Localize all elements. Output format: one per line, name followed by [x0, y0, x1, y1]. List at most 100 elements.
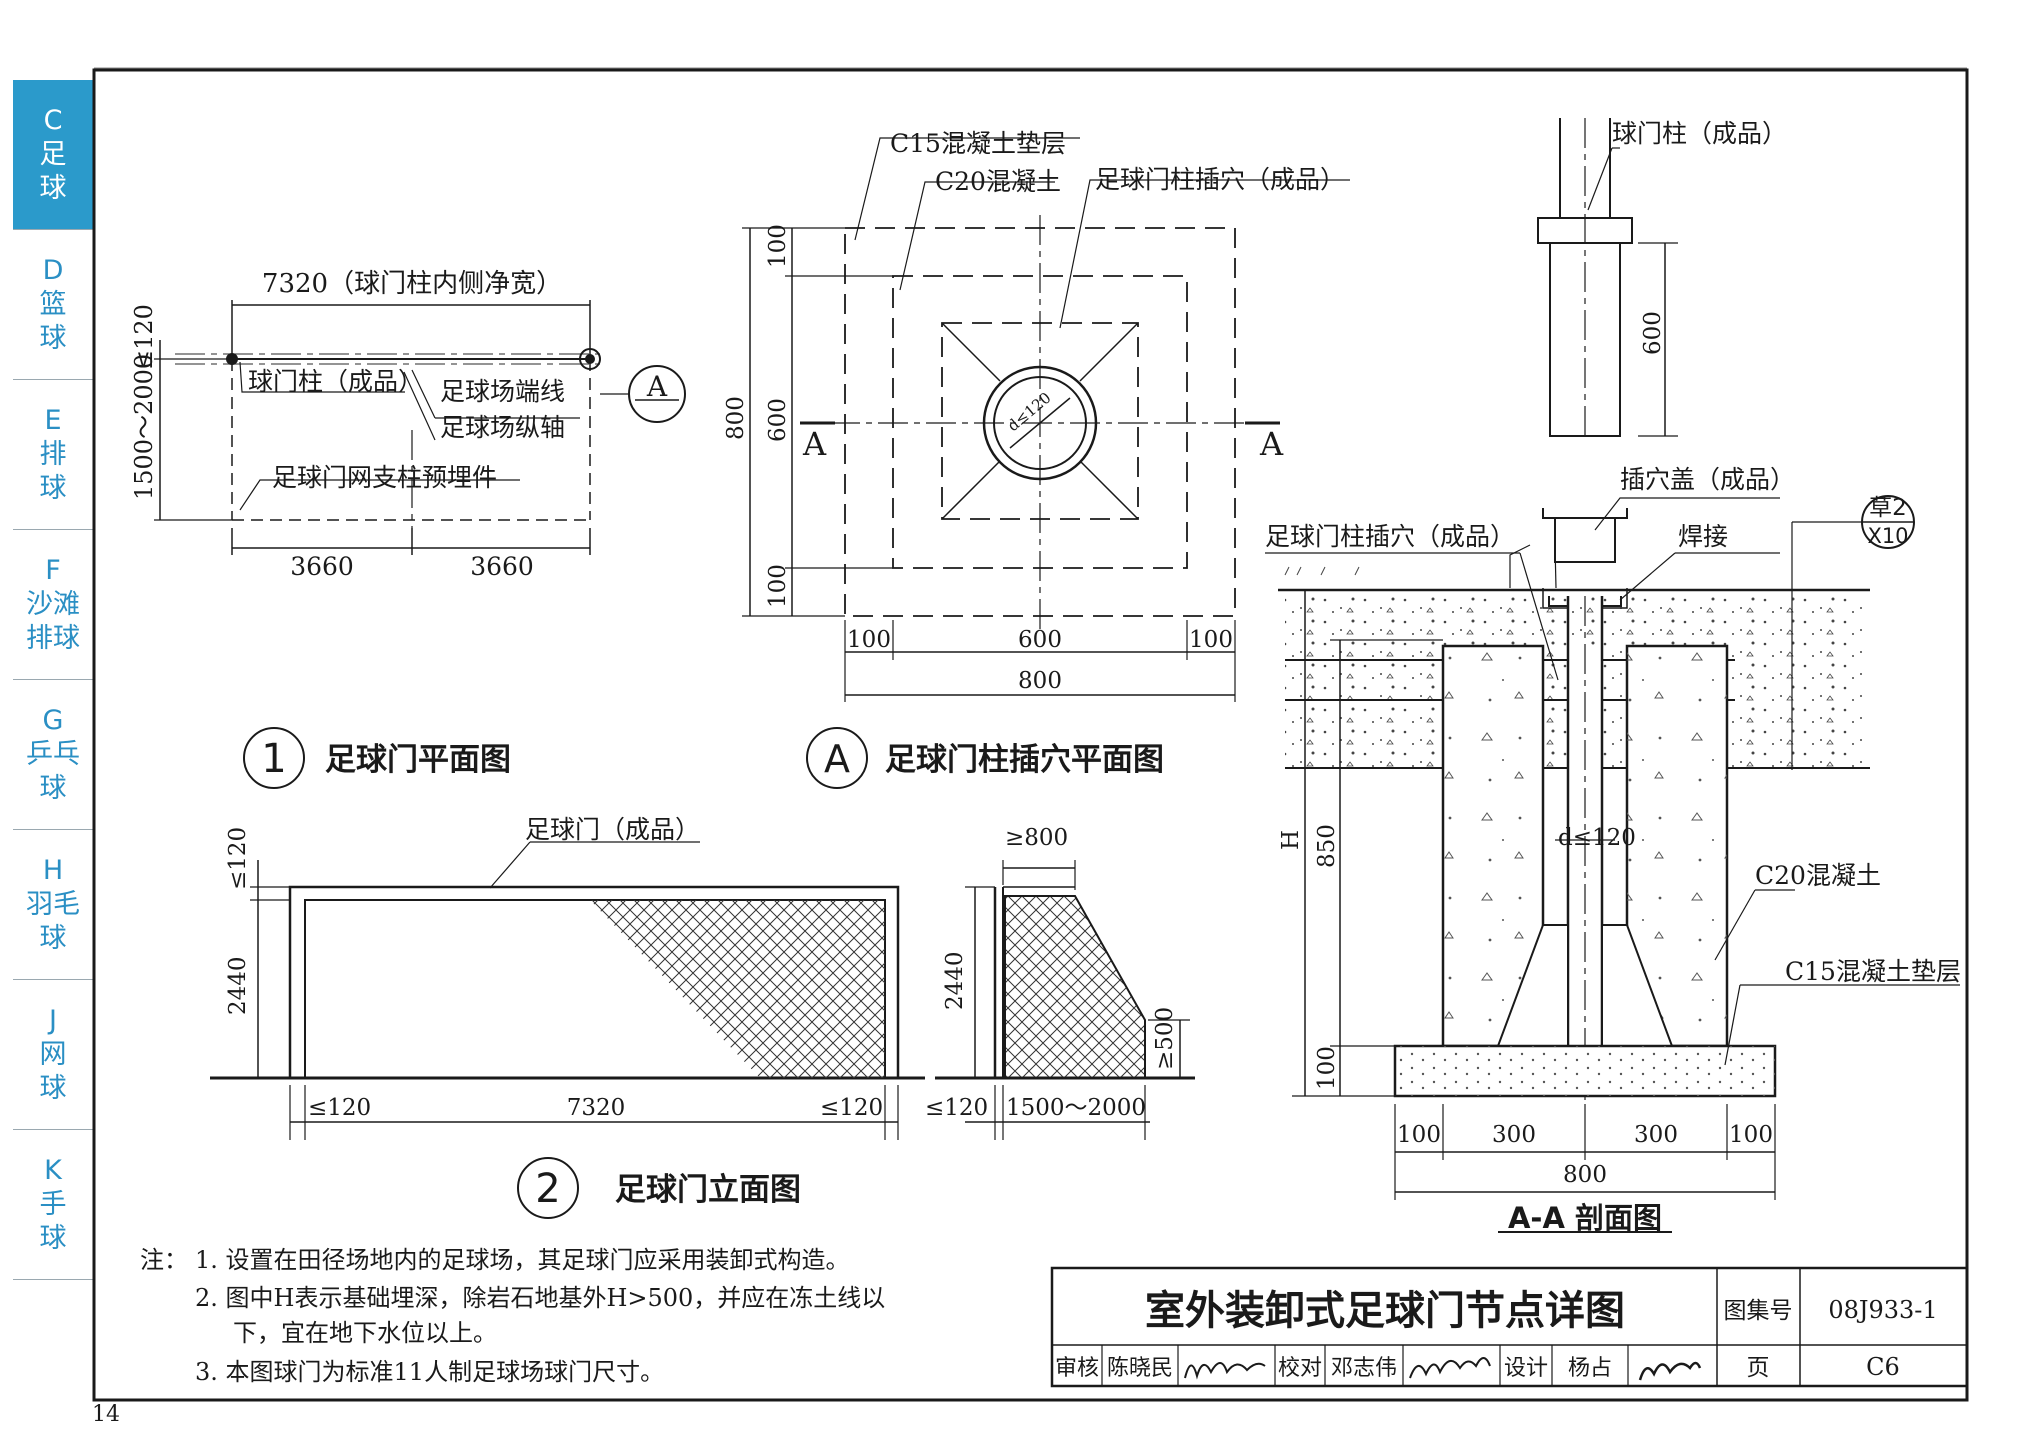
tab-letter: E [44, 404, 62, 436]
plan-half-width-right: 3660 [470, 552, 534, 581]
elevation-caption-number: 2 [535, 1166, 560, 1212]
socket-c20-label: C20混凝土 [935, 167, 1061, 196]
tab-letter: G [42, 704, 64, 736]
tab-label: 球 [39, 1072, 67, 1104]
plan-embed-label: 足球门网支柱预埋件 [272, 463, 497, 492]
tab-letter: J [49, 1004, 57, 1036]
socket-plan-view [742, 137, 1350, 702]
tab-label: 球 [39, 772, 67, 804]
tab-letter: C [43, 104, 63, 136]
tab-label: 篮 [39, 288, 67, 320]
section-dim-b1: 100 [1397, 1122, 1441, 1148]
side-left-dim: ≤120 [925, 1095, 988, 1121]
sheet-page-number: C6 [1866, 1353, 1900, 1381]
goal-plan-view [154, 300, 686, 555]
plan-caption-number: 1 [261, 736, 286, 782]
socket-c15-label: C15混凝土垫层 [890, 129, 1066, 158]
socket-dim-v-bot: 100 [765, 564, 791, 608]
page-number: 14 [92, 1402, 120, 1427]
section-weld-label: 焊接 [1678, 522, 1728, 551]
plan-caption-circle [243, 727, 305, 789]
tab-letter: F [45, 554, 61, 586]
goal-elevation-view [210, 841, 1195, 1140]
section-caption: A-A 剖面图 [1508, 1201, 1662, 1235]
socket-dim-v-top: 100 [765, 224, 791, 268]
page-label: 页 [1747, 1355, 1770, 1381]
tab-label: 足 [39, 138, 67, 170]
plan-long-axis-label: 足球场纵轴 [440, 413, 565, 442]
section-ref-top: 草2 [1869, 495, 1907, 521]
socket-caption: 足球门柱插穴平面图 [885, 742, 1164, 778]
designer-name: 杨占 [1568, 1356, 1612, 1381]
section-ref-bottom: X10 [1867, 524, 1908, 548]
tab-label: 球 [39, 472, 67, 504]
design-label: 设计 [1504, 1356, 1548, 1381]
socket-dim-h-left: 100 [847, 627, 891, 653]
socket-circle-dim: d≤120 [1004, 389, 1054, 435]
sheet-frame [92, 68, 1969, 1402]
note-2a: 2. 图中H表示基础埋深，除岩石地基外H>500，并应在冻土线以 [195, 1284, 885, 1312]
plan-post-width-dim: ≤120 [130, 304, 158, 370]
elevation-width-dim: 7320 [567, 1095, 626, 1121]
section-c20-label: C20混凝土 [1755, 861, 1881, 890]
socket-dim-h-right: 100 [1189, 627, 1233, 653]
plan-caption: 足球门平面图 [325, 742, 511, 778]
tab-label: 球 [39, 1222, 67, 1254]
plan-section-mark: A [646, 370, 668, 403]
tab-label: 球 [39, 172, 67, 204]
side-depth-dim: 1500～2000 [1006, 1095, 1146, 1121]
section-view [1265, 118, 1960, 1233]
socket-label: 足球门柱插穴（成品） [1095, 165, 1345, 194]
side-height-dim: 2440 [942, 951, 968, 1010]
section-dim-b3: 300 [1634, 1122, 1678, 1148]
socket-dim-v-total: 800 [723, 396, 749, 440]
plan-width-dim: 7320（球门柱内侧净宽） [262, 269, 562, 299]
check-label: 校对 [1278, 1356, 1322, 1381]
section-dim-b2: 300 [1492, 1122, 1536, 1148]
section-h-dim: H [1278, 830, 1304, 850]
section-post-label: 球门柱（成品） [1612, 119, 1787, 148]
plan-half-width-left: 3660 [290, 552, 354, 581]
plan-end-line-label: 足球场端线 [440, 377, 565, 406]
tab-label: 手 [39, 1188, 67, 1220]
section-dim-b4: 100 [1729, 1122, 1773, 1148]
section-dim-total: 800 [1563, 1162, 1607, 1188]
section-cap-label: 插穴盖（成品） [1620, 465, 1795, 494]
note-2b: 下，宜在地下水位以上。 [233, 1319, 497, 1347]
socket-caption-circle [806, 727, 868, 789]
tab-label: 球 [39, 322, 67, 354]
section-c15-label: C15混凝土垫层 [1785, 957, 1961, 986]
tab-letter: D [42, 254, 64, 286]
plan-post-label: 球门柱（成品） [248, 367, 423, 396]
section-100-dim: 100 [1314, 1046, 1340, 1090]
atlas-number: 08J933-1 [1828, 1296, 1937, 1324]
socket-dim-h-mid: 600 [1018, 627, 1062, 653]
socket-cut-right: A [1259, 425, 1284, 463]
section-600-dim: 600 [1640, 311, 1666, 355]
drawing-title: 室外装卸式足球门节点详图 [1145, 1288, 1625, 1334]
tab-label: 羽毛 [26, 888, 80, 920]
socket-dim-h-total: 800 [1018, 668, 1062, 694]
reviewer-name: 陈晓民 [1107, 1356, 1173, 1381]
elevation-top-dim: ≤120 [225, 827, 251, 890]
side-top-dim: ≥800 [1005, 825, 1068, 851]
elevation-caption: 足球门立面图 [615, 1172, 801, 1208]
elevation-height-dim: 2440 [225, 956, 251, 1015]
tab-label: 网 [39, 1038, 67, 1070]
title-block [1050, 1266, 1969, 1388]
tab-label: 球 [39, 922, 67, 954]
section-850-dim: 850 [1314, 824, 1340, 868]
checker-name: 邓志伟 [1331, 1356, 1397, 1381]
tab-label: 排球 [26, 622, 80, 654]
note-1: 1. 设置在田径场地内的足球场，其足球门应采用装卸式构造。 [195, 1246, 850, 1274]
